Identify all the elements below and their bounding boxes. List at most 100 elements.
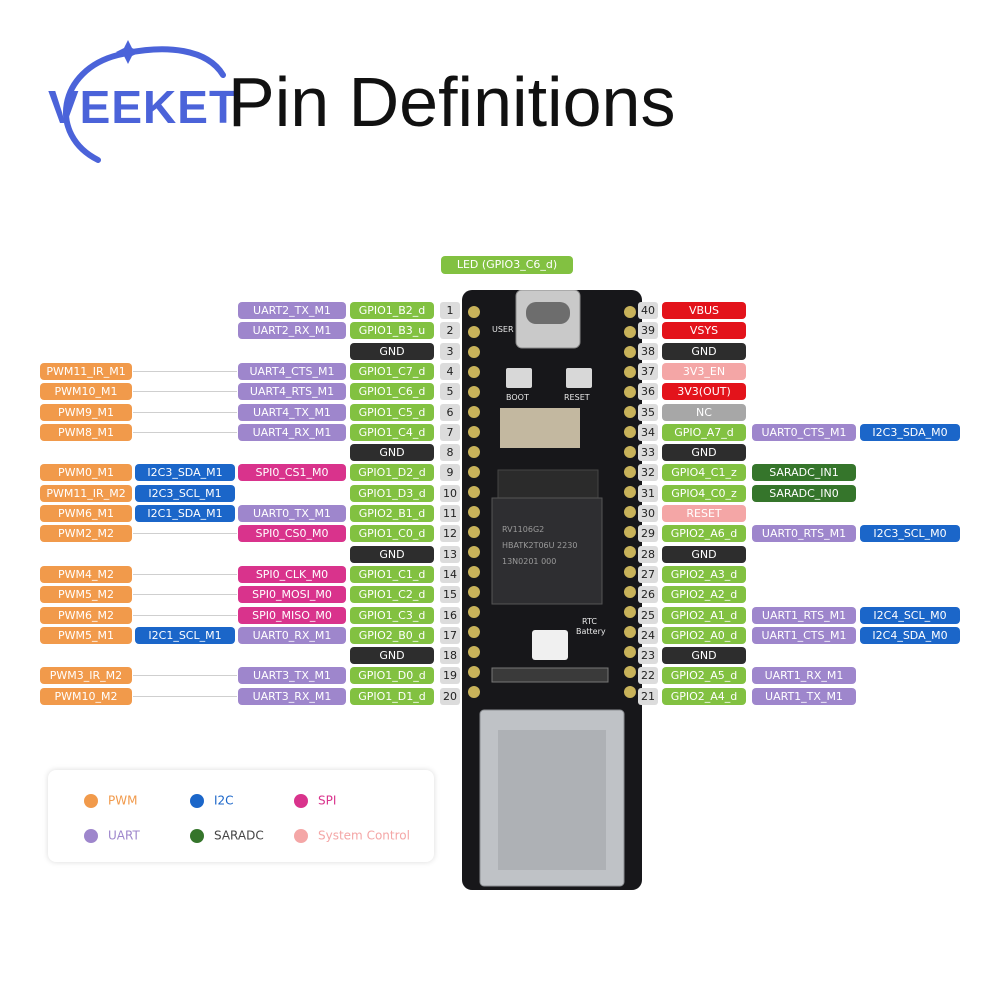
pin-38-gnd: GND [662,343,746,360]
pin-1-uart-label: UART2_TX_M1 [238,302,346,319]
pin-number-32: 32 [638,464,658,481]
pin-12-spi-label: SPI0_CS0_M0 [238,525,346,542]
pin-2-uart-label: UART2_RX_M1 [238,322,346,339]
pin-15-spi-label: SPI0_MOSI_M0 [238,586,346,603]
chip-line-2: HBATK2T06U 2230 [502,541,577,550]
pin-19-uart-label: UART3_TX_M1 [238,667,346,684]
pin-34-uart-label: UART0_CTS_M1 [752,424,856,441]
pin-19-gpio: GPIO1_D0_d [350,667,434,684]
legend-item-saradc: SARADC [190,827,264,843]
legend-item-uart: UART [84,827,140,843]
legend-swatch-i2c [190,793,204,808]
pin-1-gpio: GPIO1_B2_d [350,302,434,319]
pin-11-uart-label: UART0_TX_M1 [238,505,346,522]
pin-6-gpio: GPIO1_C5_d [350,404,434,421]
pin-number-13: 13 [440,546,460,563]
pin-number-4: 4 [440,363,460,380]
pin-17-uart-label: UART0_RX_M1 [238,627,346,644]
pin-number-18: 18 [440,647,460,664]
pin-34-gpio-a7-d: GPIO_A7_d [662,424,746,441]
pin-29-gpio2-a6-d: GPIO2_A6_d [662,525,746,542]
pin-34-i2c-label: I2C3_SDA_M0 [860,424,960,441]
usb-user-label: USER [492,325,514,334]
soc-chip [491,497,603,605]
pin-11-pwm-label: PWM6_M1 [40,505,132,522]
page-title: Pin Definitions [228,63,676,141]
pin-18-gnd: GND [350,647,434,664]
pin-32-gpio4-c1-z: GPIO4_C1_z [662,464,746,481]
pin-2-gpio: GPIO1_B3_u [350,322,434,339]
legend-item-spi: SPI [294,792,336,808]
pin-4-uart-label: UART4_CTS_M1 [238,363,346,380]
pin-number-7: 7 [440,424,460,441]
pin-37-3v3-en: 3V3_EN [662,363,746,380]
pin-24-gpio2-a0-d: GPIO2_A0_d [662,627,746,644]
board-drawing: USER BOOT RESET RV1106G2 HBATK2T06U 2230… [462,289,642,890]
pin-6-pwm-label: PWM9_M1 [40,404,132,421]
pin-7-pwm-label: PWM8_M1 [40,424,132,441]
pin-number-40: 40 [638,302,658,319]
reset-label: RESET [564,393,590,402]
pin-number-22: 22 [638,667,658,684]
pin-number-30: 30 [638,505,658,522]
pin-number-27: 27 [638,566,658,583]
pin-12-connector-line [133,533,237,534]
pin-16-connector-line [133,615,237,616]
pin-16-pwm-label: PWM6_M2 [40,607,132,624]
legend-label-saradc: SARADC [214,828,264,843]
ethernet-port-inner [498,730,606,870]
legend-swatch-uart [84,828,98,843]
legend-swatch-pwm [84,793,98,808]
rtc-battery-connector [532,630,568,660]
pin-8-gnd: GND [350,444,434,461]
legend: PWM I2C SPI UART SARADC System Control [48,770,434,862]
pin-number-14: 14 [440,566,460,583]
brand-name: VEEKET [48,81,239,133]
pin-12-gpio: GPIO1_C0_d [350,525,434,542]
pin-number-8: 8 [440,444,460,461]
pin-7-uart-label: UART4_RX_M1 [238,424,346,441]
pin-25-i2c-label: I2C4_SCL_M0 [860,607,960,624]
pin-number-36: 36 [638,383,658,400]
pin-11-i2c-label: I2C1_SDA_M1 [135,505,235,522]
pin-number-19: 19 [440,667,460,684]
pin-number-34: 34 [638,424,658,441]
pin-17-gpio: GPIO2_B0_d [350,627,434,644]
pin-7-gpio: GPIO1_C4_d [350,424,434,441]
pin-10-i2c-label: I2C3_SCL_M1 [135,485,235,502]
pin-4-pwm-label: PWM11_IR_M1 [40,363,132,380]
brand-logo: VEEKET [38,40,288,170]
pin-7-connector-line [133,432,237,433]
pin-number-9: 9 [440,464,460,481]
pin-number-25: 25 [638,607,658,624]
legend-label-pwm: PWM [108,793,138,808]
pin-19-pwm-label: PWM3_IR_M2 [40,667,132,684]
pin-25-uart-label: UART1_RTS_M1 [752,607,856,624]
pin-number-17: 17 [440,627,460,644]
pin-number-29: 29 [638,525,658,542]
pin-19-connector-line [133,675,237,676]
legend-swatch-system-control [294,828,308,843]
legend-item-i2c: I2C [190,792,234,808]
chip-line-1: RV1106G2 [502,525,544,534]
pin-14-pwm-label: PWM4_M2 [40,566,132,583]
pin-number-26: 26 [638,586,658,603]
pin-36-3v3-out: 3V3(OUT) [662,383,746,400]
pin-5-connector-line [133,391,237,392]
pin-20-pwm-label: PWM10_M2 [40,688,132,705]
pin-number-2: 2 [440,322,460,339]
pin-12-pwm-label: PWM2_M2 [40,525,132,542]
pin-30-reset: RESET [662,505,746,522]
pin-20-gpio: GPIO1_D1_d [350,688,434,705]
usb-c-port-icon [526,302,570,324]
legend-label-system-control: System Control [318,828,410,843]
pin-pads-right [624,306,636,698]
pin-33-gnd: GND [662,444,746,461]
pin-21-uart-label: UART1_TX_M1 [752,688,856,705]
pin-31-gpio4-c0-z: GPIO4_C0_z [662,485,746,502]
pin-6-connector-line [133,412,237,413]
pin-15-pwm-label: PWM5_M2 [40,586,132,603]
led-label: LED (GPIO3_C6_d) [441,256,573,274]
pin-5-uart-label: UART4_RTS_M1 [238,383,346,400]
legend-label-spi: SPI [318,793,337,808]
